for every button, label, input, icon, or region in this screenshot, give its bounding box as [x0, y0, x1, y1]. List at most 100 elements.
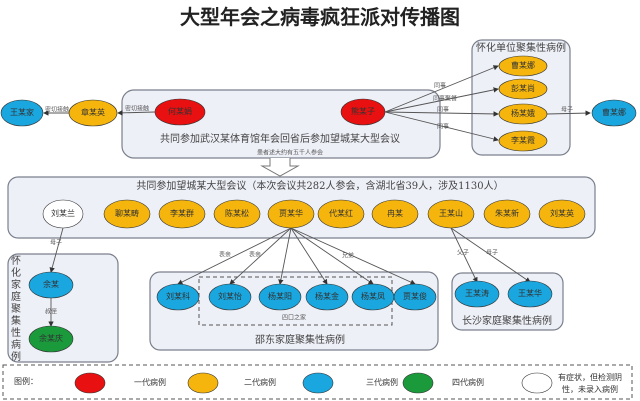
edge: [290, 227, 416, 285]
legend-label: 一代病例: [134, 377, 166, 387]
node-gen2: [538, 199, 586, 229]
huaihua-family-title-char: 病: [11, 338, 21, 351]
node-label: 杨某阳: [268, 291, 292, 301]
edge-label: 密切接触: [45, 106, 69, 114]
node-label: 陈某松: [225, 208, 249, 218]
edge: [384, 87, 499, 113]
node-label: 李某霞: [511, 135, 535, 145]
node-gen3: [208, 283, 252, 311]
node-label: 王某家: [10, 107, 34, 117]
legend-label: 性，未录入病例: [562, 384, 618, 394]
node-gen2: [213, 199, 261, 229]
node-gen3: [305, 283, 349, 311]
node-label: 李某群: [170, 208, 194, 218]
node-label: 杨某娥: [511, 108, 535, 118]
edge: [290, 227, 374, 285]
node-gen3: [0, 99, 44, 127]
edge-label: 父子: [457, 250, 469, 257]
node-label: 王某华: [518, 288, 542, 298]
huaihua-family-title-char: 家: [11, 278, 21, 291]
node-untracked: [42, 199, 84, 229]
node-gen3: [591, 99, 637, 127]
node-label: 刘某兰: [51, 208, 75, 218]
node-gen3: [258, 283, 302, 311]
node-label: 何某娟: [168, 106, 192, 116]
node-label: 聊某畴: [115, 208, 139, 218]
down-arrow-icon: [260, 158, 300, 177]
edge-label: 表亲: [219, 251, 231, 259]
edge: [49, 227, 64, 273]
edge: [177, 227, 292, 285]
node-label: 章某英: [81, 107, 105, 117]
node-label: 杨某金: [315, 291, 339, 301]
node-label: 熊某子: [351, 106, 375, 116]
edge-label: 母子: [486, 250, 498, 257]
edge: [290, 227, 328, 285]
legend-label: 三代病例: [366, 377, 398, 387]
node-gen2: [267, 199, 315, 229]
wuhan-meeting-subcaption: 患者述大约有五千人参会: [257, 149, 323, 157]
legend-gen3-swatch: [302, 372, 334, 394]
node-gen2: [498, 55, 548, 77]
edge: [450, 227, 531, 283]
node-gen3: [156, 283, 200, 311]
edge-label: 母子: [50, 240, 62, 247]
legend-gen4-swatch: [402, 372, 434, 394]
edge: [384, 111, 499, 142]
edge: [384, 111, 499, 117]
wangcheng-meeting-caption: 共同参加望城某大型会议（本次会议共282人参会，含湖北省39人，涉及1130人）: [136, 179, 503, 192]
edge-label: 同事聚餐: [433, 95, 457, 103]
node-gen2: [498, 103, 548, 125]
node-gen3: [454, 280, 500, 308]
edge: [117, 110, 156, 116]
node-label: 曹某娜: [511, 60, 535, 70]
node-gen3: [507, 280, 553, 308]
wuhan-meeting-caption: 共同参加武汉某体育馆年会回省后参加望城某大型会议: [160, 132, 400, 145]
node-label: 余某庆: [39, 333, 63, 343]
node-gen2: [498, 78, 548, 100]
edge: [450, 227, 478, 283]
changsha-family-title: 长沙家庭聚集性病例: [462, 314, 552, 327]
huaihua-family-title-char: 例: [11, 350, 21, 363]
edge-label: 同事: [437, 123, 449, 131]
node-label: 余某: [43, 279, 59, 289]
node-label: 王某涛: [465, 288, 489, 298]
node-label: 代某红: [329, 208, 353, 218]
node-label: 曹某娜: [602, 107, 626, 117]
edge: [278, 227, 292, 285]
node-gen2: [427, 199, 475, 229]
huaihua-family-title-char: 庭: [11, 290, 21, 303]
shaodong-family-title: 邵东家庭聚集性病例: [255, 333, 345, 346]
node-label: 贾某华: [279, 208, 303, 218]
node-label: 刘某科: [166, 291, 190, 301]
edge-label: 同事: [437, 106, 449, 114]
node-gen2: [483, 199, 531, 229]
node-label: 彭某尚: [511, 83, 535, 93]
huaihua-family-title-char: 聚: [11, 303, 21, 315]
node-label: 刘某怡: [218, 291, 242, 301]
node-gen3: [28, 271, 74, 299]
node-gen2: [371, 199, 419, 229]
node-gen4: [28, 325, 74, 353]
edge-label: 表亲: [249, 251, 261, 259]
node-gen1: [154, 98, 206, 126]
node-label: 朱某新: [495, 208, 519, 218]
node-gen2: [317, 199, 365, 229]
legend-box: [2, 364, 633, 400]
node-label: 冉某: [387, 208, 403, 218]
node-gen2: [103, 199, 151, 229]
legend-gen1-swatch: [74, 372, 106, 394]
edge-label: 叔侄: [45, 308, 57, 316]
node-gen3: [393, 283, 437, 311]
legend-label: 四代病例: [452, 377, 484, 387]
legend-gen2-swatch: [187, 372, 219, 394]
unit-cluster-title: 怀化单位聚集性病例: [476, 41, 566, 54]
edge: [546, 110, 591, 116]
node-label: 贾某俊: [403, 291, 427, 301]
node-gen2: [498, 130, 548, 152]
node-gen1: [340, 98, 386, 126]
legend-label: 二代病例: [244, 377, 276, 387]
node-label: 杨某凤: [361, 291, 385, 301]
legend-title: 图例：: [14, 376, 38, 386]
